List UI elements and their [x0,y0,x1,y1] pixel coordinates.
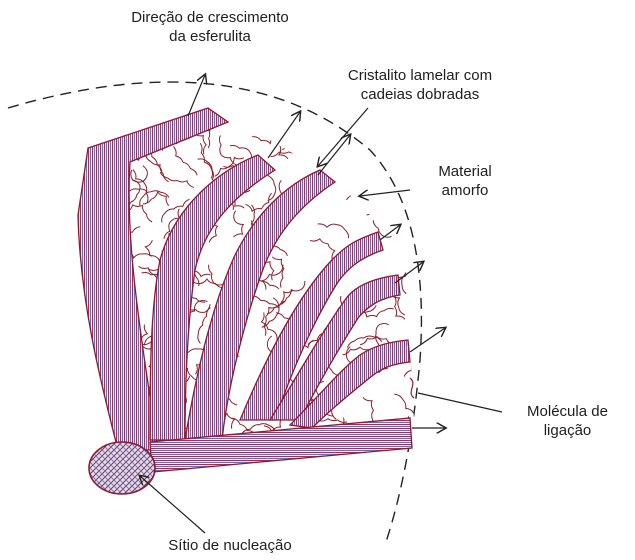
label-line: cadeias dobradas [310,85,530,104]
label-nucleation-site: Sítio de nucleação [130,536,330,555]
label-line: amorfo [410,181,520,200]
label-growth-direction: Direção de crescimento da esferulita [100,8,320,46]
label-line: Molécula de [505,402,630,421]
label-line: da esferulita [100,27,320,46]
amorphous-chain [358,174,367,205]
pointer-amorphous [360,190,410,196]
label-line: Cristalito lamelar com [310,66,530,85]
amorphous-chain [367,181,376,215]
label-line: Material [410,162,520,181]
amorphous-chain [300,133,328,150]
amorphous-chain [282,139,317,149]
amorphous-chain [315,135,332,153]
amorphous-chain [356,167,377,183]
amorphous-chain [357,105,386,120]
amorphous-chain [386,107,404,132]
arrow-icon [318,135,350,175]
pointer-tie [418,393,502,412]
label-amorphous-material: Material amorfo [410,162,520,200]
amorphous-chain [75,386,103,402]
nucleation-site [89,442,155,494]
amorphous-chain [376,112,388,145]
label-lamellar-crystallite: Cristalito lamelar com cadeias dobradas [310,66,530,104]
amorphous-chain [229,95,257,109]
label-line: Direção de crescimento [100,8,320,27]
pointer-lamellar [318,108,368,166]
pointer-nucleation [140,476,205,533]
amorphous-chain [271,91,299,111]
arrow-icon [410,328,445,352]
label-line: ligação [505,421,630,440]
amorphous-chain [347,143,362,175]
label-line: Sítio de nucleação [130,536,330,555]
label-tie-molecule: Molécula de ligação [505,402,630,440]
